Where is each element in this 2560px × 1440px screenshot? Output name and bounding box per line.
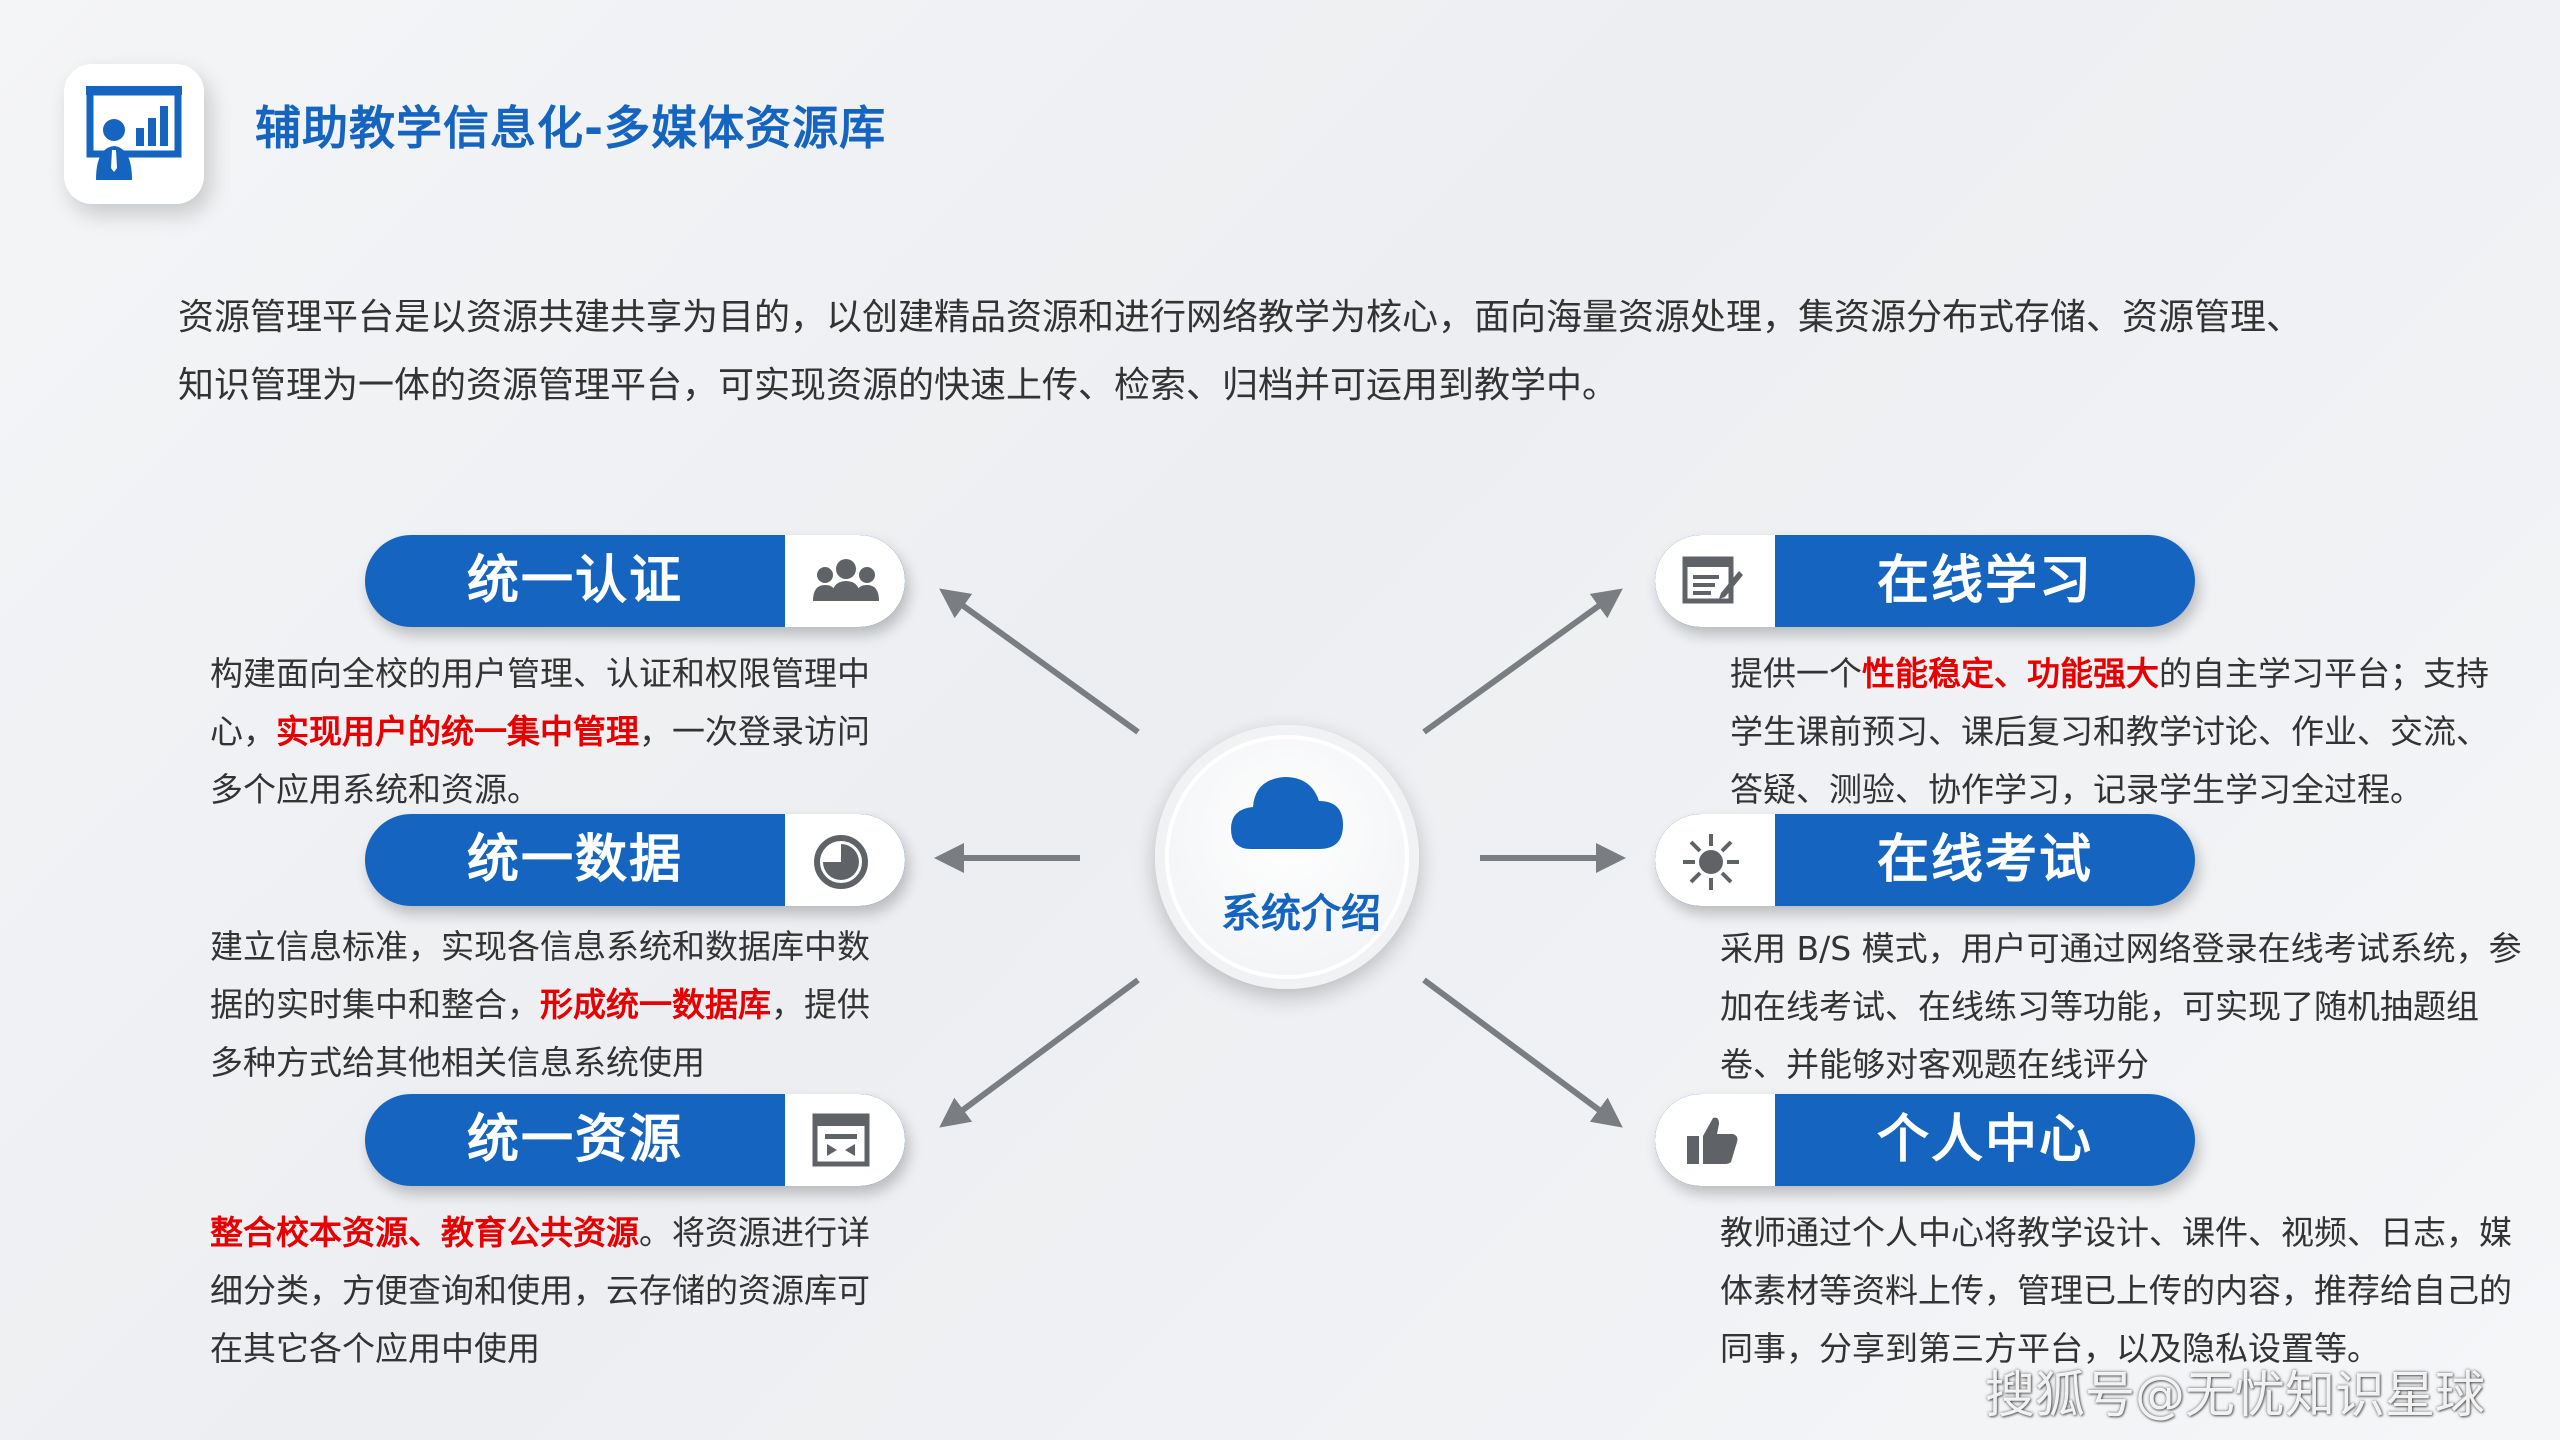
users-icon [813, 559, 879, 601]
node-study: 在线学习 [1655, 535, 2195, 627]
watermark: 搜狐号@无忧知识星球 [1985, 1366, 2485, 1424]
node-resource-label: 统一资源 [466, 1110, 683, 1170]
node-resource: 统一资源 [365, 1094, 905, 1186]
node-auth: 统一认证 [365, 535, 905, 627]
node-data-desc-highlight: 形成统一数据库 [540, 985, 771, 1024]
node-data: 统一数据 [365, 814, 905, 906]
presentation-chart-icon [86, 86, 182, 180]
intro-line-2: 知识管理为一体的资源管理平台，可实现资源的快速上传、检索、归档并可运用到教学中。 [178, 365, 1619, 406]
node-study-desc-highlight: 性能稳定、功能强大 [1862, 654, 2159, 693]
node-resource-desc-highlight: 整合校本资源、教育公共资源 [210, 1213, 639, 1252]
node-personal: 个人中心 [1655, 1094, 2195, 1186]
hub-circle: 系统介绍 [1155, 725, 1419, 989]
node-personal-label: 个人中心 [1876, 1110, 2093, 1170]
node-resource-desc: 整合校本资源、教育公共资源。将资源进行详细分类，方便查询和使用，云存储的资源库可… [210, 1204, 870, 1378]
node-exam-label: 在线考试 [1876, 830, 2093, 890]
node-auth-label: 统一认证 [466, 551, 683, 611]
hub-label: 系统介绍 [1221, 891, 1381, 937]
edit-document-icon [1682, 556, 1743, 604]
intro-paragraph: 资源管理平台是以资源共建共享为目的，以创建精品资源和进行网络教学为核心，面向海量… [178, 284, 2438, 420]
node-study-desc-b: 的自主学习平台；支持学生课前预习、课后复习和教学讨论、作业、交流、答疑、测验、协… [1730, 654, 2489, 809]
thumbs-up-icon [1687, 1117, 1738, 1164]
arrow-to-resource [939, 977, 1140, 1128]
node-study-desc: 提供一个性能稳定、功能强大的自主学习平台；支持学生课前预习、课后复习和教学讨论、… [1730, 645, 2490, 819]
node-auth-desc-highlight: 实现用户的统一集中管理 [276, 712, 639, 751]
page-title: 辅助教学信息化-多媒体资源库 [255, 101, 887, 155]
cloud-icon [1231, 777, 1343, 849]
arrow-to-auth [939, 588, 1140, 735]
node-data-desc: 建立信息标准，实现各信息系统和数据库中数据的实时集中和整合，形成统一数据库，提供… [210, 918, 870, 1092]
node-exam-desc: 采用 B/S 模式，用户可通过网络登录在线考试系统，参加在线考试、在线练习等功能… [1720, 929, 2522, 1084]
intro-line-1: 资源管理平台是以资源共建共享为目的，以创建精品资源和进行网络教学为核心，面向海量… [178, 297, 2303, 338]
node-resource-desc-b: 。将资源进行详细分类，方便查询和使用，云存储的资源库可在其它各个应用中使用 [210, 1213, 870, 1368]
arrow-to-personal [1422, 977, 1623, 1128]
node-auth-desc-a: 构建面向全校的用户管理、认证和权限管理中心， [210, 654, 870, 751]
network-globe-icon [1683, 834, 1739, 890]
node-data-label: 统一数据 [466, 830, 683, 890]
node-study-label: 在线学习 [1876, 551, 2093, 611]
node-study-desc-a: 提供一个 [1730, 654, 1862, 693]
browser-window-icon [812, 1113, 870, 1167]
arrow-to-study [1422, 588, 1623, 735]
node-personal-desc: 教师通过个人中心将教学设计、课件、视频、日志，媒体素材等资料上传，管理已上传的内… [1720, 1213, 2512, 1368]
node-data-desc-b: ，提供多种方式给其他相关信息系统使用 [210, 985, 870, 1082]
logo-badge [64, 64, 204, 204]
node-data-desc-a: 建立信息标准，实现各信息系统和数据库中数据的实时集中和整合， [210, 927, 870, 1024]
pie-chart-icon [814, 835, 868, 889]
node-auth-desc-b: ，一次登录访问多个应用系统和资源。 [210, 712, 870, 809]
node-auth-desc: 构建面向全校的用户管理、认证和权限管理中心，实现用户的统一集中管理，一次登录访问… [210, 645, 870, 819]
node-exam: 在线考试 [1655, 814, 2195, 906]
